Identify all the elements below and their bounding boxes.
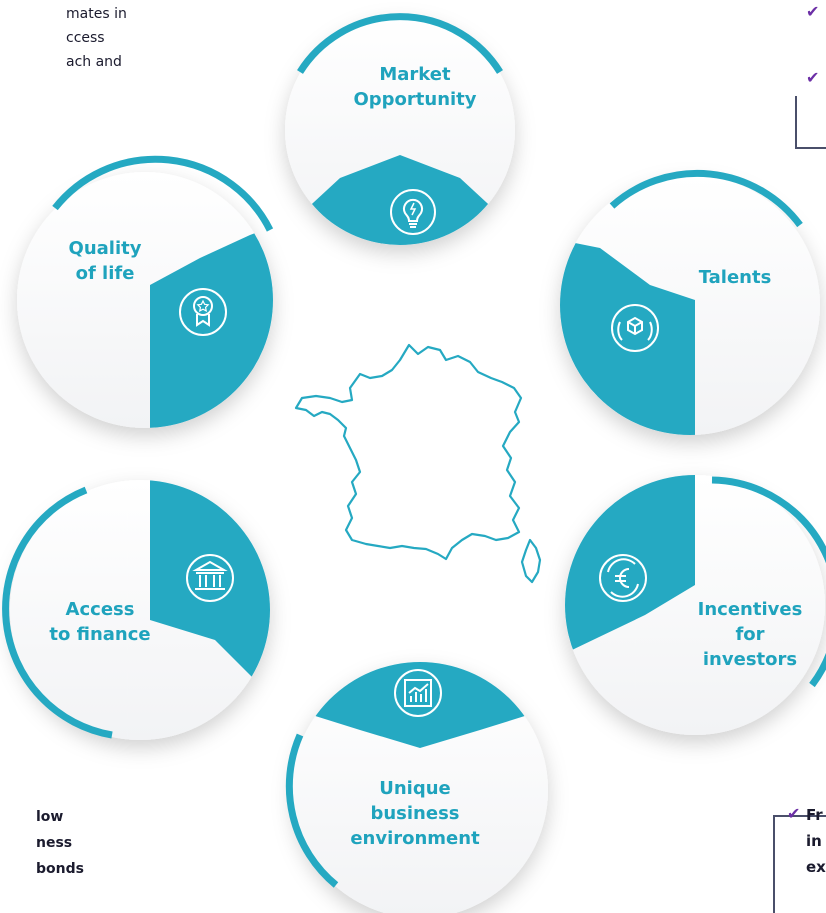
pillar-talents xyxy=(560,169,820,435)
label-line: environment xyxy=(350,828,480,849)
label-line: Opportunity xyxy=(353,89,477,110)
bottom-left-text-fragment: low ness bonds xyxy=(36,804,84,882)
left-text-line: ccess xyxy=(66,30,105,46)
bottom-right-text-line: in xyxy=(806,832,822,850)
bottom-left-text-line: bonds xyxy=(36,861,84,877)
label-line: Access xyxy=(65,599,135,620)
bottom-right-text-line: ex xyxy=(806,858,826,876)
pillar-quality-life xyxy=(17,155,274,428)
label-market-opportunity: Market Opportunity xyxy=(350,62,480,112)
bottom-left-text-line: ness xyxy=(36,835,73,851)
pillar-ring xyxy=(285,733,339,888)
label-line: Quality xyxy=(68,238,142,259)
label-access-finance: Access to finance xyxy=(40,597,160,647)
checklist-bracket xyxy=(773,815,826,913)
checklist-bracket xyxy=(795,96,826,149)
lightbulb-icon xyxy=(390,189,436,235)
label-line: for xyxy=(735,624,765,645)
label-line: business xyxy=(370,803,460,824)
check-icon: ✔ xyxy=(806,68,820,87)
growth-chart-icon xyxy=(394,669,442,717)
label-line: investors xyxy=(702,649,798,670)
label-line: of life xyxy=(75,263,135,284)
label-talents: Talents xyxy=(680,265,790,290)
label-line: Incentives xyxy=(697,599,803,620)
bottom-left-text-line: low xyxy=(36,809,64,825)
pillar-ring xyxy=(297,13,503,74)
bottom-right-text: Fr in ex xyxy=(806,802,826,880)
check-icon: ✔ xyxy=(806,2,820,21)
left-text-line: mates in xyxy=(66,6,127,22)
hands-cube-icon xyxy=(611,304,659,352)
label-line: Unique xyxy=(379,778,451,799)
left-text-fragment: mates in ccess ach and xyxy=(66,2,127,74)
award-badge-icon xyxy=(179,288,227,336)
pillar-ring xyxy=(2,486,113,739)
label-quality-life: Quality of life xyxy=(50,236,160,286)
label-line: to finance xyxy=(49,624,151,645)
left-text-line: ach and xyxy=(66,54,122,70)
label-line: Talents xyxy=(698,267,772,288)
pillar-ring xyxy=(52,155,274,232)
pillar-ring xyxy=(609,169,803,228)
bank-icon xyxy=(186,554,234,602)
bottom-right-text-line: Fr xyxy=(806,806,823,824)
france-map-icon xyxy=(294,343,542,584)
label-incentives: Incentives for investors xyxy=(680,597,820,672)
pillar-market-opportunity xyxy=(285,13,515,245)
check-icon: ✔ xyxy=(787,804,801,823)
pillar-ring xyxy=(711,476,826,688)
pillar-wedge xyxy=(560,240,695,435)
euro-cycle-icon xyxy=(599,554,647,602)
label-line: Market xyxy=(379,64,451,85)
label-business: Unique business environment xyxy=(340,776,490,851)
